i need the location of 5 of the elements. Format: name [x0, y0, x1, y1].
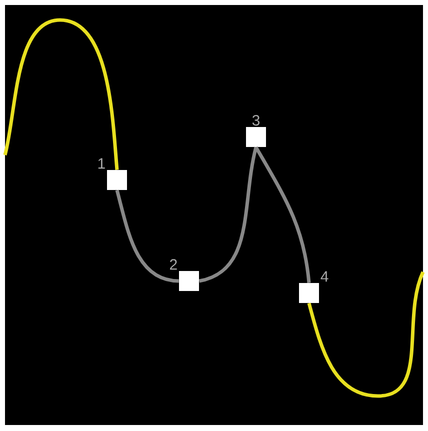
curve-segment	[3, 18, 119, 170]
curve-segment	[198, 146, 258, 283]
curve-segment	[115, 190, 179, 283]
curve-segment	[307, 271, 425, 398]
curve-segment	[254, 146, 311, 283]
